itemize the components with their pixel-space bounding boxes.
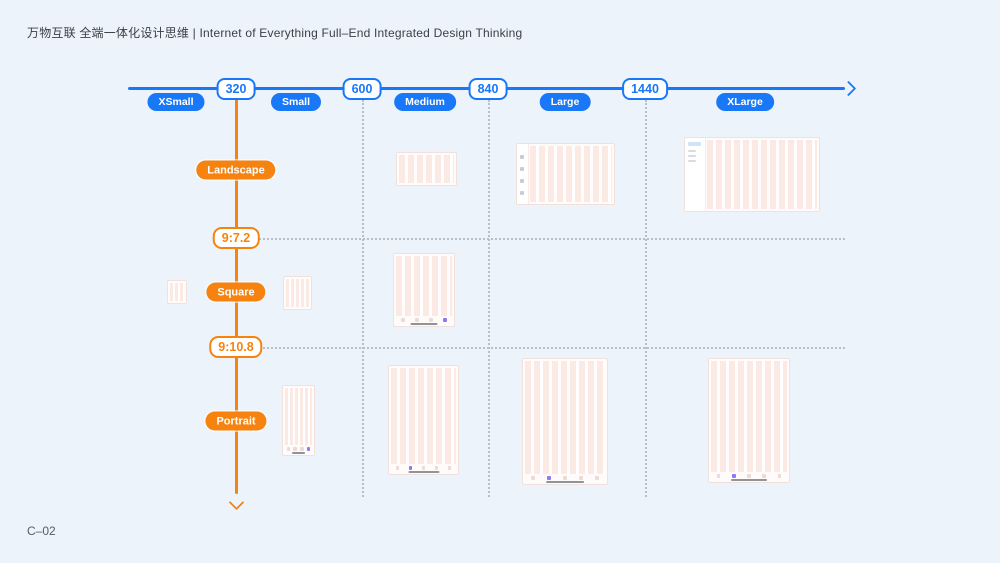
tab-item-icon bbox=[595, 476, 599, 480]
ratio-pill-9-7-2: 9:7.2 bbox=[212, 227, 260, 249]
mockup-xlarge-portrait bbox=[708, 358, 790, 483]
breakpoint-pill-600: 600 bbox=[342, 78, 382, 100]
mockup-medium-square bbox=[393, 253, 455, 327]
mockup-stripes bbox=[396, 256, 452, 316]
mockup-tabbar bbox=[711, 474, 787, 478]
mockup-xlarge-landscape bbox=[684, 137, 820, 212]
tab-item-icon bbox=[531, 476, 535, 480]
home-indicator bbox=[546, 480, 584, 483]
tab-item-icon bbox=[777, 474, 782, 478]
tab-item-icon bbox=[429, 318, 433, 322]
gridline-vertical-1440 bbox=[645, 100, 647, 497]
tab-item-icon bbox=[434, 466, 439, 470]
tab-item-icon bbox=[579, 476, 583, 480]
tab-item-icon bbox=[747, 474, 751, 478]
home-indicator bbox=[407, 470, 440, 473]
gridline-horizontal-9-10-8 bbox=[248, 347, 845, 349]
breakpoint-pill-1440: 1440 bbox=[622, 78, 668, 100]
gridline-vertical-840 bbox=[488, 100, 490, 497]
size-pill-xlarge: XLarge bbox=[716, 93, 774, 111]
mockup-stripes bbox=[530, 146, 612, 202]
mockup-stripes bbox=[711, 361, 787, 472]
x-axis-arrow-icon bbox=[840, 80, 857, 96]
rail-item-icon bbox=[520, 191, 524, 195]
mockup-xsmall-square bbox=[167, 280, 187, 304]
tab-item-icon bbox=[286, 447, 291, 451]
y-axis-arrow-icon bbox=[228, 494, 244, 511]
home-indicator bbox=[731, 478, 767, 481]
tab-item-icon bbox=[306, 447, 311, 451]
sidebar-item bbox=[688, 160, 696, 162]
mockup-medium-portrait bbox=[388, 365, 459, 475]
ratio-pill-9-10-8: 9:10.8 bbox=[209, 336, 263, 358]
tab-item-icon bbox=[447, 466, 452, 470]
tab-item-icon bbox=[762, 474, 766, 478]
size-pill-medium: Medium bbox=[394, 93, 456, 111]
tab-item-icon bbox=[401, 318, 405, 322]
tab-item-icon bbox=[395, 466, 400, 470]
tab-item-icon bbox=[443, 318, 447, 322]
rail-item-icon bbox=[520, 155, 524, 159]
orientation-pill-portrait: Portrait bbox=[205, 411, 267, 431]
mockup-tabbar bbox=[396, 318, 452, 322]
tab-item-icon bbox=[547, 476, 551, 480]
tab-item-icon bbox=[408, 466, 413, 470]
mockup-stripes bbox=[707, 140, 817, 209]
mockup-stripes bbox=[286, 279, 309, 307]
tab-item-icon bbox=[415, 318, 419, 322]
tab-item-icon bbox=[563, 476, 567, 480]
sidebar-active-item bbox=[688, 142, 701, 146]
sidebar-panel bbox=[685, 138, 706, 211]
rail-item-icon bbox=[520, 167, 524, 171]
sidebar-rail bbox=[517, 144, 529, 204]
orientation-pill-landscape: Landscape bbox=[196, 160, 276, 180]
mockup-stripes bbox=[285, 388, 312, 445]
gridline-vertical-600 bbox=[362, 100, 364, 497]
breakpoint-pill-840: 840 bbox=[468, 78, 508, 100]
mockup-tabbar bbox=[525, 476, 605, 480]
mockup-small-square bbox=[283, 276, 312, 310]
home-indicator bbox=[410, 322, 438, 325]
mockup-stripes bbox=[525, 361, 605, 474]
mockup-stripes bbox=[399, 155, 454, 183]
orientation-pill-square: Square bbox=[206, 282, 266, 302]
tab-item-icon bbox=[716, 474, 721, 478]
rail-item-icon bbox=[520, 179, 524, 183]
sidebar-item bbox=[688, 155, 696, 157]
tab-item-icon bbox=[421, 466, 426, 470]
tab-item-icon bbox=[293, 447, 297, 451]
size-pill-small: Small bbox=[270, 93, 322, 111]
mockup-large-landscape bbox=[516, 143, 615, 205]
slide-number: C–02 bbox=[27, 524, 56, 538]
mockup-small-portrait bbox=[282, 385, 315, 456]
tab-item-icon bbox=[300, 447, 304, 451]
page-title: 万物互联 全端一体化设计思维 | Internet of Everything … bbox=[27, 26, 523, 40]
home-indicator bbox=[291, 451, 306, 454]
gridline-horizontal-9-7-2 bbox=[248, 238, 845, 240]
breakpoint-pill-320: 320 bbox=[216, 78, 256, 100]
size-pill-xsmall: XSmall bbox=[147, 93, 205, 111]
tab-item-icon bbox=[732, 474, 736, 478]
size-pill-large: Large bbox=[539, 93, 591, 111]
mockup-stripes bbox=[170, 283, 184, 301]
mockup-medium-landscape bbox=[396, 152, 457, 186]
mockup-tabbar bbox=[391, 466, 456, 470]
mockup-stripes bbox=[391, 368, 456, 464]
mockup-tabbar bbox=[285, 447, 312, 451]
mockup-large-portrait bbox=[522, 358, 608, 485]
sidebar-item bbox=[688, 150, 696, 152]
